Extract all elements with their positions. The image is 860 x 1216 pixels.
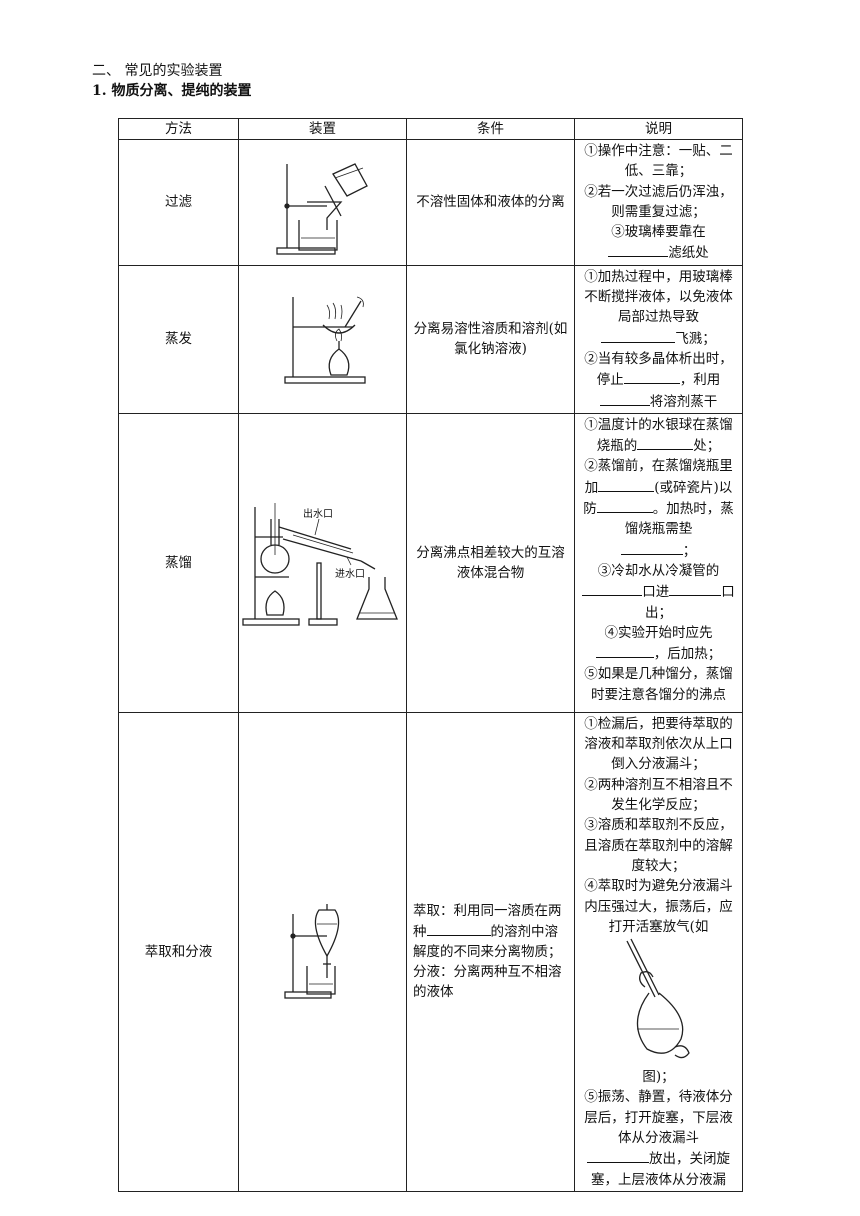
header-condition: 条件 [406, 118, 575, 140]
condition-text: 分液：分离两种互不相溶的液体 [413, 964, 562, 1001]
note-text: 口进 [642, 584, 670, 601]
note-text: 滤纸处 [668, 245, 709, 262]
method-cell: 蒸馏 [118, 412, 239, 713]
condition-text: 萃取：利用同一溶质在两种 [413, 903, 562, 941]
header-notes: 说明 [574, 118, 743, 140]
note-text: 将溶剂蒸干 [649, 393, 718, 410]
note-text: ③溶质和萃取剂不反应，且溶质在萃取剂中的溶解度较大； [584, 817, 733, 874]
method-cell: 过滤 [118, 139, 239, 266]
condition-text: 的溶剂中溶解度的不同来分离物质； [413, 924, 562, 961]
fill-blank [598, 477, 655, 492]
note-text: ⑤振荡、静置，待液体分层后，打开旋塞，下层液体从分液漏斗 [584, 1089, 733, 1147]
apparatus-cell [238, 264, 407, 414]
fill-blank [608, 242, 669, 258]
fill-blank [620, 540, 683, 555]
evaporation-apparatus-illustration [283, 296, 366, 384]
note-text: ⑤如果是几种馏分，蒸馏时要注意各馏分的沸点 [584, 666, 733, 703]
note-text: (或碎瓷片)以防 [583, 479, 733, 518]
fill-blank [596, 498, 653, 514]
filtration-apparatus-illustration [275, 163, 368, 256]
header-method: 方法 [118, 118, 239, 140]
notes-cell: ①操作中注意：一贴、二低、三靠； ②若一次过滤后仍浑浊，则需重复过滤； ③玻璃棒… [574, 139, 743, 266]
condition-cell: 分离沸点相差较大的互溶液体混合物 [406, 412, 575, 713]
table-row: 蒸馏 出水口 [118, 412, 743, 713]
note-text: 处； [693, 438, 721, 455]
notes-cell: ①检漏后，把要待萃取的溶液和萃取剂依次从上口倒入分液漏斗； ②两种溶剂互不相溶且… [574, 711, 743, 1192]
fill-blank [587, 1148, 649, 1164]
method-cell: 蒸发 [118, 264, 239, 414]
note-text: ①加热过程中，用玻璃棒不断搅拌液体，以免液体局部过热导致 [584, 268, 733, 326]
note-text: ②若一次过滤后仍浑浊，则需重复过滤； [584, 183, 733, 220]
fill-blank [601, 328, 676, 343]
table-row: 蒸发 分离易溶性溶质和溶剂(如氯化钠溶液) ①加热过程中，用玻璃棒不断搅拌液体，… [118, 264, 743, 414]
note-text: 放出，关闭旋塞，上层液体从分液漏 [591, 1151, 730, 1188]
distillation-apparatus-illustration: 出水口 进水口 [241, 502, 398, 626]
note-text: 口出； [645, 584, 735, 621]
note-text: ②蒸馏前，在蒸馏烧瓶里加 [584, 458, 733, 496]
fill-blank [599, 391, 650, 406]
header-apparatus: 装置 [238, 118, 407, 140]
condition-cell: 不溶性固体和液体的分离 [406, 139, 575, 266]
table-row: 过滤 不溶性固体和液体的分离 ①操作中注意：一贴、二低、三靠； ②若一次过滤后仍… [118, 139, 743, 266]
apparatus-cell [238, 711, 407, 1192]
note-text: ，后加热； [653, 646, 722, 663]
note-text: ①操作中注意：一贴、二低、三靠； [584, 143, 733, 180]
method-cell: 萃取和分液 [118, 711, 239, 1192]
section-heading: 二、 常见的实验装置 [92, 63, 223, 79]
note-text: ①检漏后，把要待萃取的溶液和萃取剂依次从上口倒入分液漏斗； [584, 715, 733, 773]
apparatus-cell [238, 139, 407, 266]
separation-apparatus-table: 方法 装置 条件 说明 过滤 不溶性固体和液体的分离 ①操作中注意：一贴、二低、… [118, 118, 743, 1192]
apparatus-cell: 出水口 进水口 [238, 412, 407, 713]
notes-cell: ①加热过程中，用玻璃棒不断搅拌液体，以免液体局部过热导致 飞溅； ②当有较多晶体… [574, 264, 743, 414]
fill-blank [669, 581, 722, 597]
notes-cell: ①温度计的水银球在蒸馏烧瓶的处； ②蒸馏前，在蒸馏烧瓶里加(或碎瓷片)以防。加热… [574, 412, 743, 713]
note-text: 。加热时，蒸馏烧瓶需垫 [624, 501, 734, 538]
note-text: ②两种溶剂互不相溶且不发生化学反应； [584, 776, 733, 814]
note-text: ④萃取时为避免分液漏斗内压强过大，振荡后，应打开活塞放气(如 [584, 878, 733, 935]
fill-blank [582, 581, 643, 597]
note-text: ③玻璃棒要靠在 [611, 224, 706, 241]
note-text: ，利用 [679, 372, 721, 389]
note-text: 图)； [642, 1069, 675, 1086]
fill-blank [637, 435, 694, 451]
venting-funnel-illustration [625, 938, 690, 1059]
note-text: ②当有较多晶体析出时，停止 [584, 350, 733, 389]
note-text: ③冷却水从冷凝管的 [597, 562, 720, 579]
note-text: ①温度计的水银球在蒸馏烧瓶的 [584, 416, 733, 455]
fill-blank [426, 921, 491, 937]
fill-blank [595, 643, 654, 659]
outlet-label: 出水口 [303, 507, 333, 520]
fill-blank [623, 369, 680, 385]
inlet-label: 进水口 [335, 568, 365, 580]
condition-cell: 分离易溶性溶质和溶剂(如氯化钠溶液) [406, 264, 575, 414]
note-text: ④实验开始时应先 [604, 624, 713, 641]
condition-cell: 萃取：利用同一溶质在两种的溶剂中溶解度的不同来分离物质； 分液：分离两种互不相溶… [406, 711, 575, 1192]
note-text: 飞溅； [675, 330, 716, 347]
separatory-funnel-illustration [283, 903, 339, 999]
table-row: 萃取和分液 萃取：利用同一溶质在两种的溶剂中溶解度的不同来分离物质； 分液：分离… [118, 711, 743, 1192]
note-text: ； [682, 542, 697, 559]
subsection-heading: 1. 物质分离、提纯的装置 [92, 83, 252, 99]
table-header-row: 方法 装置 条件 说明 [118, 118, 743, 140]
